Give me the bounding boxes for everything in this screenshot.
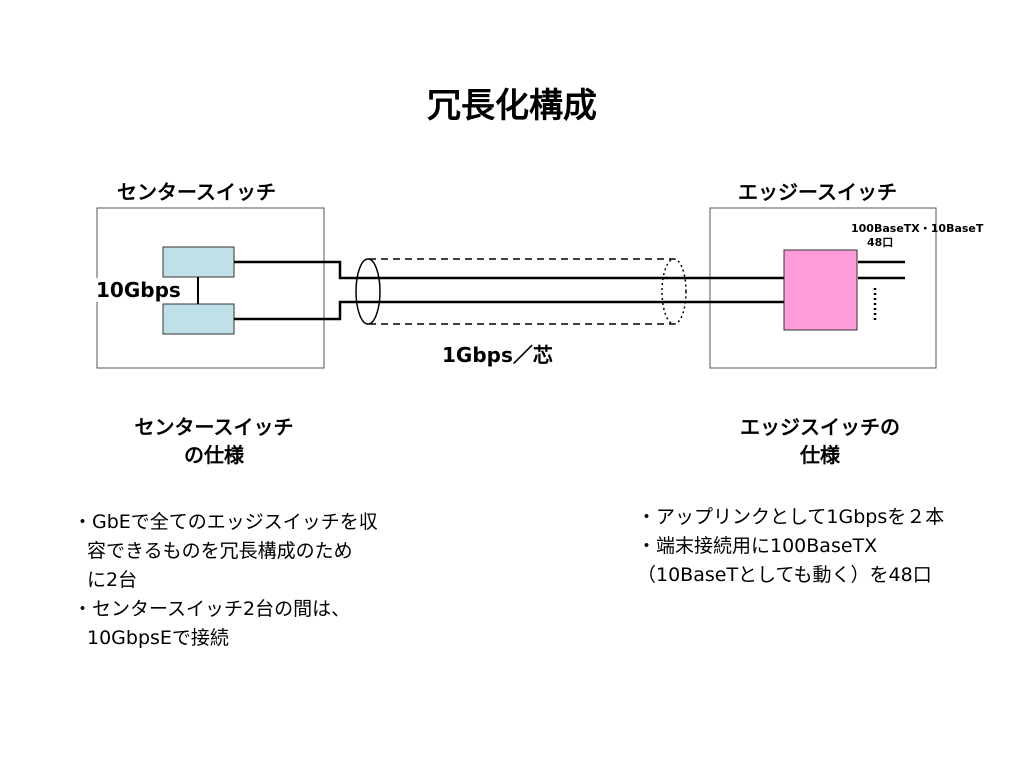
inter-switch-speed-label: 10Gbps: [96, 278, 183, 302]
center-switch-label: センタースイッチ: [117, 180, 276, 204]
edge-spec-bullet-2-cont: （10BaseTとしても動く）を48口: [637, 564, 932, 586]
center-spec-bullet-2: ・センタースイッチ2台の間は、: [73, 598, 351, 620]
cable-sheath-end-right: [661, 258, 687, 325]
edge-spec-bullet-1: ・アップリンクとして1Gbpsを２本: [637, 506, 945, 528]
center-spec-list: ・GbEで全てのエッジスイッチを収 容できるものを冗長構成のため に2台 ・セン…: [73, 508, 378, 653]
uplink-cable-2: [234, 300, 784, 321]
edge-spec-bullet-2: ・端末接続用に100BaseTX: [637, 535, 878, 557]
center-spec-heading-line2: の仕様: [184, 443, 244, 467]
edge-switch-box: [709, 207, 937, 369]
page-title: 冗長化構成: [427, 86, 597, 126]
center-spec-bullet-1: ・GbEで全てのエッジスイッチを収: [73, 511, 378, 533]
edge-switch-label: エッジースイッチ: [738, 180, 897, 204]
center-spec-heading: センタースイッチ の仕様: [94, 413, 334, 469]
edge-port-type-label: 100BaseTX・10BaseT: [851, 222, 984, 235]
edge-port-count-label: 48口: [867, 236, 894, 249]
uplink-cable-1: [234, 260, 784, 280]
edge-spec-heading-line1: エッジスイッチの: [740, 415, 900, 439]
edge-spec-heading: エッジスイッチの 仕様: [700, 413, 940, 469]
cable-sheath-end-left: [355, 258, 381, 325]
center-spec-bullet-1-cont-1: 容できるものを冗長構成のため: [87, 540, 353, 562]
center-spec-heading-line1: センタースイッチ: [134, 415, 294, 439]
edge-spec-list: ・アップリンクとして1Gbpsを２本 ・端末接続用に100BaseTX （10B…: [637, 503, 944, 590]
center-switch-module-1: [162, 246, 235, 278]
edge-switch-module: [783, 249, 858, 331]
center-switch-module-2: [162, 303, 235, 335]
center-spec-bullet-1-cont-2: に2台: [87, 569, 138, 591]
center-spec-bullet-2-cont-1: 10GbpsEで接続: [87, 627, 229, 649]
cable-speed-label: 1Gbps／芯: [442, 343, 553, 367]
edge-spec-heading-line2: 仕様: [800, 443, 840, 467]
